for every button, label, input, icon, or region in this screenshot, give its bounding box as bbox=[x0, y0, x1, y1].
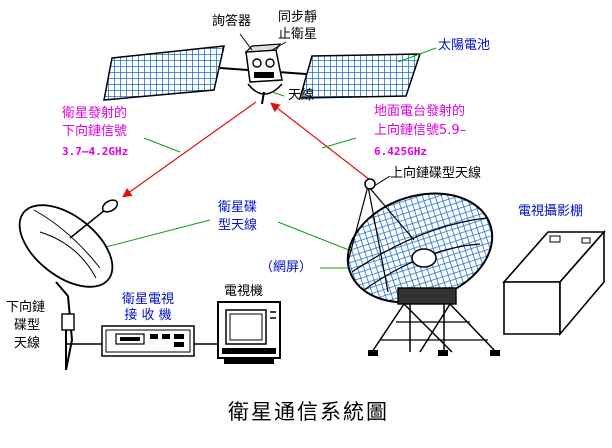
label-antenna: 天線 bbox=[288, 88, 315, 103]
label-uplink-dish: 上向鏈碟型天線 bbox=[390, 166, 482, 181]
satellite-antenna-icon bbox=[247, 83, 283, 95]
label-receiver-line2: 接 收 機 bbox=[124, 308, 172, 323]
satellite-tv-receiver bbox=[101, 325, 195, 357]
downlink-dish bbox=[18, 199, 119, 371]
label-transponder: 詢答器 bbox=[212, 14, 252, 29]
label-receiver-line1: 衛星電視 bbox=[121, 292, 174, 307]
label-satellite-dish-line2: 型天線 bbox=[218, 218, 258, 233]
label-geo-satellite-line1: 同步靜 bbox=[278, 10, 318, 25]
tv-set bbox=[217, 301, 281, 364]
solar-panel-right bbox=[299, 53, 422, 99]
solar-panel-left bbox=[103, 45, 225, 101]
label-geo-satellite-line2: 止衛星 bbox=[278, 27, 318, 42]
label-uplink-line1: 地面電台發射的 bbox=[374, 104, 466, 119]
label-downlink-line2: 下向鏈信號 bbox=[62, 124, 128, 139]
label-tv-set: 電視機 bbox=[224, 284, 264, 299]
diagram-title: 衛星通信系統圖 bbox=[228, 400, 389, 424]
label-downlink-dish-line2: 碟型 bbox=[14, 318, 41, 333]
label-uplink-line2: 上向鏈信號5.9– bbox=[374, 123, 467, 138]
label-downlink-frequency: 3.7–4.2GHz bbox=[62, 145, 129, 158]
downlink-signal-arrow bbox=[122, 101, 257, 198]
label-downlink-dish-line3: 天線 bbox=[14, 336, 41, 351]
uplink-signal-arrow bbox=[270, 102, 371, 181]
label-mesh: （網屏） bbox=[260, 260, 313, 275]
label-satellite-dish-line1: 衛星碟 bbox=[218, 200, 258, 215]
label-downlink-dish-line1: 下向鏈 bbox=[6, 300, 46, 315]
uplink-ground-dish bbox=[346, 178, 500, 356]
tv-studio-building bbox=[502, 229, 606, 337]
label-solar-cell: 太陽電池 bbox=[438, 38, 491, 53]
label-uplink-frequency: 6.425GHz bbox=[374, 145, 427, 158]
satellite bbox=[103, 43, 422, 105]
label-tv-studio: 電視攝影棚 bbox=[518, 204, 584, 219]
label-downlink-line1: 衛星發射的 bbox=[62, 106, 128, 121]
